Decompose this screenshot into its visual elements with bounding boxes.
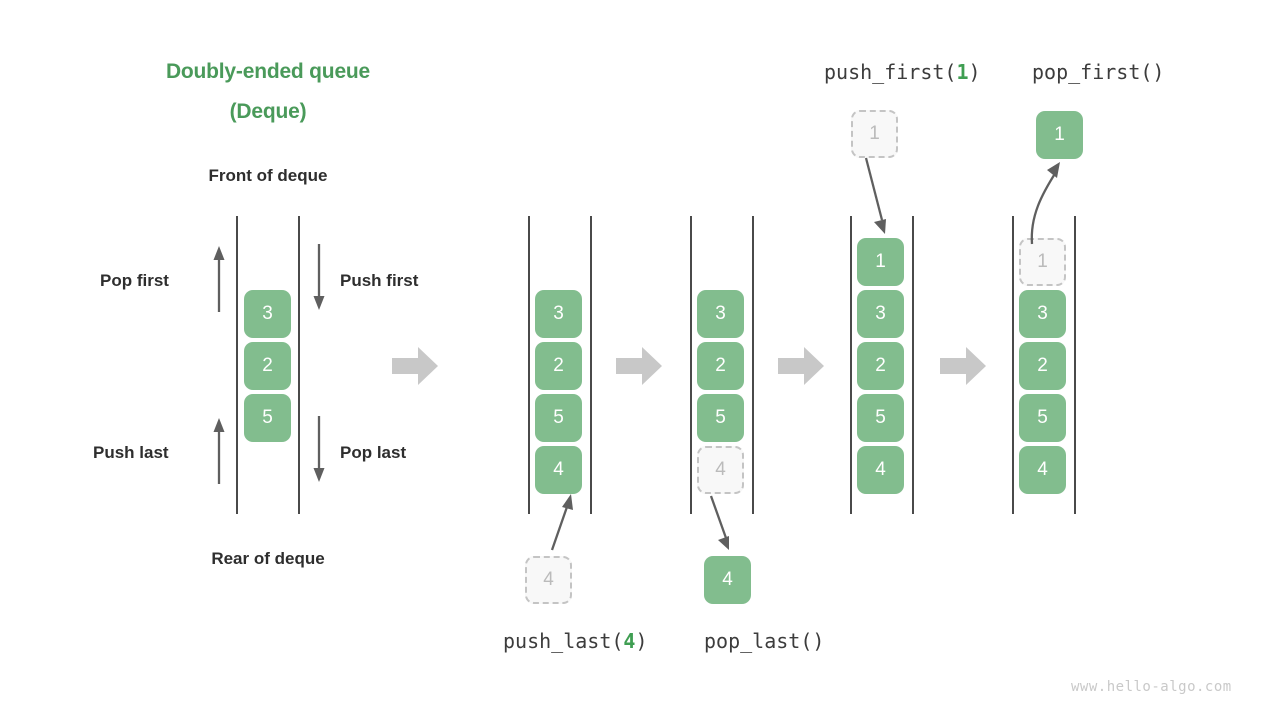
op-label-push-first: push_first(1) xyxy=(824,60,981,84)
rail-left-panel-4 xyxy=(850,216,852,514)
rail-right-panel-5 xyxy=(1074,216,1076,514)
push-last-insert-arrow-icon xyxy=(540,490,600,552)
pop-first-arrow-icon xyxy=(204,244,234,312)
op-paren-open: ( xyxy=(800,629,813,653)
op-paren-open: ( xyxy=(944,60,957,84)
op-paren-open: ( xyxy=(1140,60,1153,84)
push-first-label: Push first xyxy=(340,271,419,290)
deque-cell: 3 xyxy=(857,290,904,338)
op-paren-close: ) xyxy=(1152,60,1165,84)
op-name-pop-first: pop_first xyxy=(1032,60,1141,84)
pop-last-arrow-icon xyxy=(304,416,334,484)
op-label-push-last: push_last(4) xyxy=(503,629,648,653)
deque-cell: 1 xyxy=(857,238,904,286)
rail-left-panel-1 xyxy=(236,216,238,514)
op-name-push-first: push_first xyxy=(824,60,945,84)
op-name-pop-last: pop_last xyxy=(704,629,801,653)
diagram-title-line-1: Doubly-ended queue xyxy=(165,60,371,83)
deque-cell: 5 xyxy=(244,394,291,442)
deque-cell: 5 xyxy=(857,394,904,442)
front-of-deque-label: Front of deque xyxy=(208,166,328,185)
pop-last-label: Pop last xyxy=(340,443,407,462)
push-last-arrow-icon xyxy=(204,416,234,484)
push-last-label: Push last xyxy=(93,443,169,462)
deque-cell: 4 xyxy=(1019,446,1066,494)
op-paren-open: ( xyxy=(611,629,624,653)
deque-cell: 3 xyxy=(697,290,744,338)
deque-cell: 3 xyxy=(1019,290,1066,338)
flow-arrow-icon xyxy=(616,345,662,387)
deque-cell: 3 xyxy=(535,290,582,338)
op-paren-close: ) xyxy=(635,629,648,653)
diagram-title-line-2: (Deque) xyxy=(229,100,307,123)
external-element-cell: 4 xyxy=(704,556,751,604)
flow-arrow-icon xyxy=(392,345,438,387)
rail-left-panel-5 xyxy=(1012,216,1014,514)
rail-left-panel-2 xyxy=(528,216,530,514)
removed-element-ghost-cell: 4 xyxy=(697,446,744,494)
deque-cell: 3 xyxy=(244,290,291,338)
push-first-arrow-icon xyxy=(304,244,334,312)
op-label-pop-last: pop_last() xyxy=(704,629,824,653)
op-arg-push-first: 1 xyxy=(956,60,969,84)
flow-arrow-icon xyxy=(940,345,986,387)
push-first-insert-arrow-icon xyxy=(858,157,918,238)
external-element-cell: 4 xyxy=(525,556,572,604)
deque-cell: 2 xyxy=(697,342,744,390)
removed-element-ghost-cell: 1 xyxy=(1019,238,1066,286)
pop-last-remove-arrow-icon xyxy=(700,495,760,554)
external-element-cell: 1 xyxy=(1036,111,1083,159)
op-label-pop-first: pop_first() xyxy=(1032,60,1164,84)
op-paren-close: ) xyxy=(968,60,981,84)
deque-cell: 2 xyxy=(857,342,904,390)
deque-cell: 2 xyxy=(244,342,291,390)
deque-cell: 5 xyxy=(535,394,582,442)
deque-cell: 4 xyxy=(535,446,582,494)
rail-right-panel-4 xyxy=(912,216,914,514)
external-element-cell: 1 xyxy=(851,110,898,158)
rail-right-panel-1 xyxy=(298,216,300,514)
flow-arrow-icon xyxy=(778,345,824,387)
rail-right-panel-2 xyxy=(590,216,592,514)
op-paren-close: ) xyxy=(812,629,825,653)
deque-cell: 2 xyxy=(1019,342,1066,390)
deque-cell: 4 xyxy=(857,446,904,494)
deque-cell: 5 xyxy=(1019,394,1066,442)
pop-first-remove-arrow-icon xyxy=(1016,160,1086,245)
op-name-push-last: push_last xyxy=(503,629,612,653)
op-arg-push-last: 4 xyxy=(623,629,636,653)
rail-right-panel-3 xyxy=(752,216,754,514)
rail-left-panel-3 xyxy=(690,216,692,514)
rear-of-deque-label: Rear of deque xyxy=(211,549,325,568)
watermark: www.hello-algo.com xyxy=(1071,679,1232,695)
pop-first-label: Pop first xyxy=(100,271,169,290)
deque-cell: 5 xyxy=(697,394,744,442)
deque-cell: 2 xyxy=(535,342,582,390)
